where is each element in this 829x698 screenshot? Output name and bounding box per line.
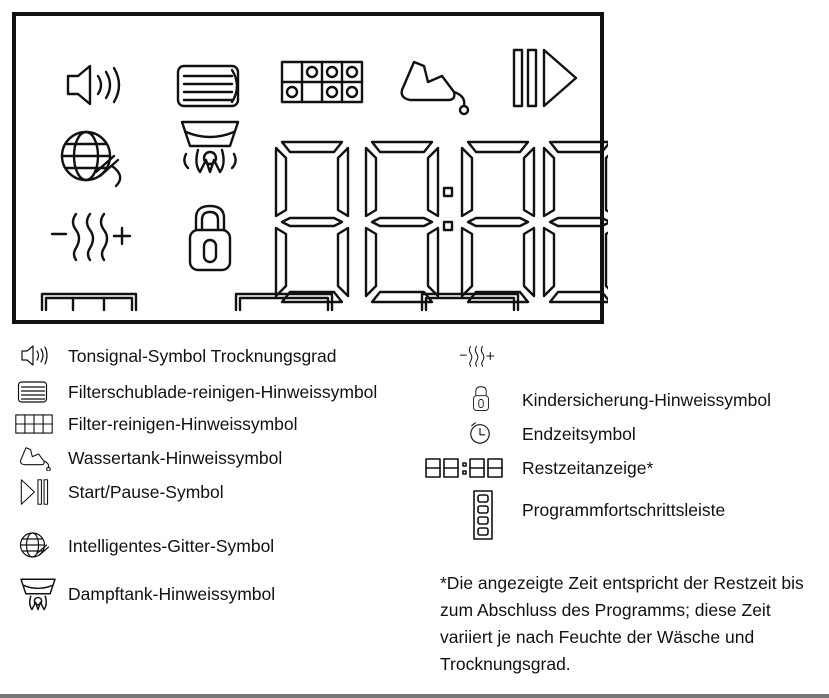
filter-drawer-icon [17, 381, 48, 403]
filter-grid-icon [15, 414, 53, 434]
remaining-time-digits-icon [425, 458, 503, 478]
colon-bottom [442, 220, 454, 232]
play-pause-icon [20, 479, 49, 505]
legend-label: Tonsignal-Symbol Trocknungsgrad [68, 346, 337, 366]
steam-tank-icon [180, 120, 240, 174]
dryness-level-icon [459, 346, 495, 367]
digit-4 [542, 140, 608, 304]
bottom-indicators [40, 292, 520, 312]
legend-label: Restzeitanzeige* [522, 458, 654, 478]
dryness-level-icon [50, 212, 132, 262]
digit-3 [460, 140, 536, 304]
legend-label: Kindersicherung-Hinweissymbol [522, 390, 771, 410]
end-time-clock-icon [470, 422, 490, 444]
colon-top [442, 186, 454, 198]
smart-grid-icon [60, 130, 122, 188]
legend-label: Dampftank-Hinweissymbol [68, 584, 276, 604]
padlock-icon [188, 204, 232, 272]
remaining-time-digits [274, 140, 608, 304]
progress-bar-icon [473, 490, 493, 540]
padlock-icon [473, 386, 489, 411]
legend-label: Start/Pause-Symbol [68, 482, 224, 502]
steam-tank-icon [20, 578, 56, 611]
legend-label: Endzeitsymbol [522, 424, 636, 444]
legend-label: Filterschublade-reinigen-Hinweissymbol [68, 382, 378, 402]
legend-label: Wassertank-Hinweissymbol [68, 448, 283, 468]
display-panel [12, 12, 608, 324]
legend-label: Programmfortschrittsleiste [522, 500, 726, 520]
water-tank-icon [19, 447, 51, 471]
smart-grid-icon [19, 532, 50, 558]
footnote: *Die angezeigte Zeit entspricht der Rest… [440, 573, 804, 674]
bottom-rule [0, 694, 829, 698]
filter-drawer-icon [176, 64, 240, 108]
legend-label: Intelligentes-Gitter-Symbol [68, 536, 275, 556]
digit-2 [364, 140, 440, 304]
legend-label: Filter-reinigen-Hinweissymbol [68, 414, 298, 434]
speaker-icon [21, 345, 48, 366]
filter-grid-icon [280, 60, 364, 104]
digit-1 [274, 140, 350, 304]
display-panel-graphic [40, 48, 608, 312]
play-pause-icon [512, 48, 578, 108]
speaker-icon [66, 64, 121, 106]
water-tank-icon [400, 60, 470, 116]
